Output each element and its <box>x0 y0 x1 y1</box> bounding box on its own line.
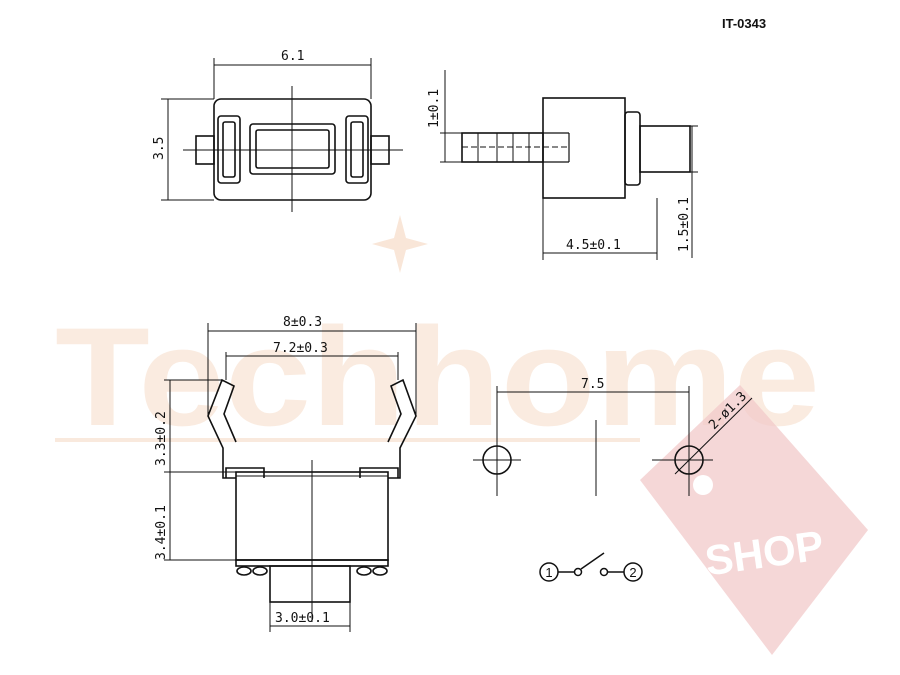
pin2-marker <box>623 562 643 582</box>
watermark-brand: Techhome <box>55 298 820 455</box>
watermark: Techhome SHOP <box>55 215 868 655</box>
top-view <box>161 58 403 212</box>
dim-top-width: 6.1 <box>281 49 304 64</box>
pcb-footprint <box>473 386 753 496</box>
switch-schematic <box>539 552 643 582</box>
watermark-sparkle-icon <box>372 215 428 273</box>
dim-front-button-width: 3.0±0.1 <box>275 611 330 626</box>
part-code: IT-0343 <box>722 16 766 31</box>
dim-side-depth: 4.5±0.1 <box>566 238 621 253</box>
side-view <box>440 70 698 260</box>
dim-side-button: 1.5±0.1 <box>677 197 692 252</box>
pin2-label: 2 <box>629 565 636 580</box>
dim-front-outer: 8±0.3 <box>283 315 322 330</box>
dim-top-height: 3.5 <box>152 137 167 160</box>
pin1-label: 1 <box>545 565 552 580</box>
dim-front-inner: 7.2±0.3 <box>273 341 328 356</box>
dim-side-cap-height: 1±0.1 <box>427 89 442 128</box>
dim-front-lead-height: 3.3±0.2 <box>154 411 169 466</box>
dim-pcb-spacing: 7.5 <box>581 377 604 392</box>
front-view <box>164 323 417 632</box>
dim-front-body-height: 3.4±0.1 <box>154 505 169 560</box>
